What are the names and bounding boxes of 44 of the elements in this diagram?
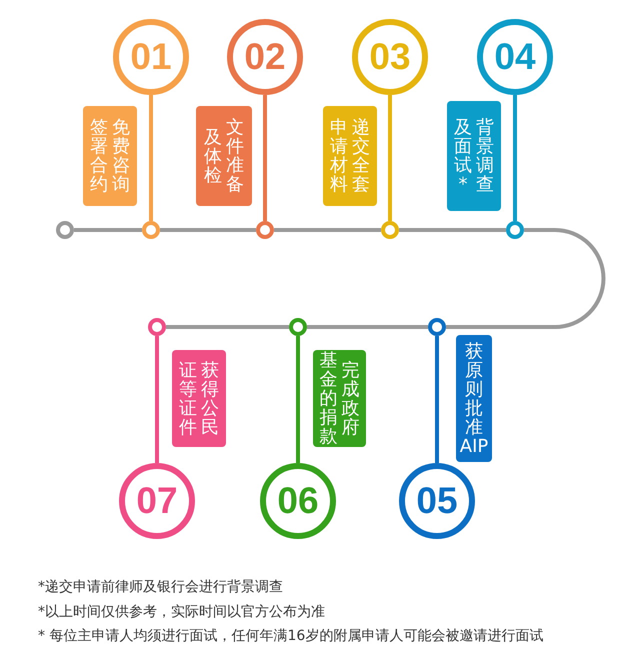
stem-line [388,95,392,221]
timeline-dot-icon [148,318,166,336]
timeline-dot-icon [142,221,160,239]
timeline-line [274,228,381,232]
timeline-dot-icon [381,221,399,239]
timeline-dot-icon [256,221,274,239]
timeline-line [160,228,256,232]
step-number: 04 [493,35,537,79]
step-label: 递交全套申请材料 [329,118,371,194]
step-number: 01 [129,35,173,79]
footnote: *以上时间仅供参考，实际时间以官方公布为准 [38,603,325,621]
step-card [196,106,252,206]
timeline-line [166,325,289,329]
step-number: 05 [415,479,459,523]
step-label: 免费咨询签署合约 [89,118,131,194]
stem-line [296,336,300,463]
timeline-line [74,228,142,232]
step-card [172,350,226,447]
step-label: 背景调查及面试* [453,118,495,194]
timeline-line [446,228,606,329]
timeline-dot-icon [289,318,307,336]
stem-line [263,95,267,221]
timeline-line [399,228,506,232]
footnote: * 每位主申请人均须进行面试，任何年满16岁的附属申请人可能会被邀请进行面试 [38,627,544,645]
step-number: 07 [135,479,179,523]
stem-line [155,336,159,463]
step-label: 获原则批准AIP [458,342,490,456]
timeline-dot-icon [506,221,524,239]
timeline-dot-icon [428,318,446,336]
step-card [323,106,377,206]
step-card [83,106,137,206]
stem-line [149,95,153,221]
step-number: 06 [276,479,320,523]
timeline-line [307,325,428,329]
step-label: 获得公民证等证件 [178,360,220,436]
step-number: 02 [243,35,287,79]
step-card [313,350,366,447]
footnote: *递交申请前律师及银行会进行背景调查 [38,578,283,596]
step-card [447,101,501,211]
stem-line [435,336,439,463]
step-card [456,335,492,462]
timeline-dot-icon [56,221,74,239]
step-number: 03 [368,35,412,79]
stem-line [513,95,517,221]
